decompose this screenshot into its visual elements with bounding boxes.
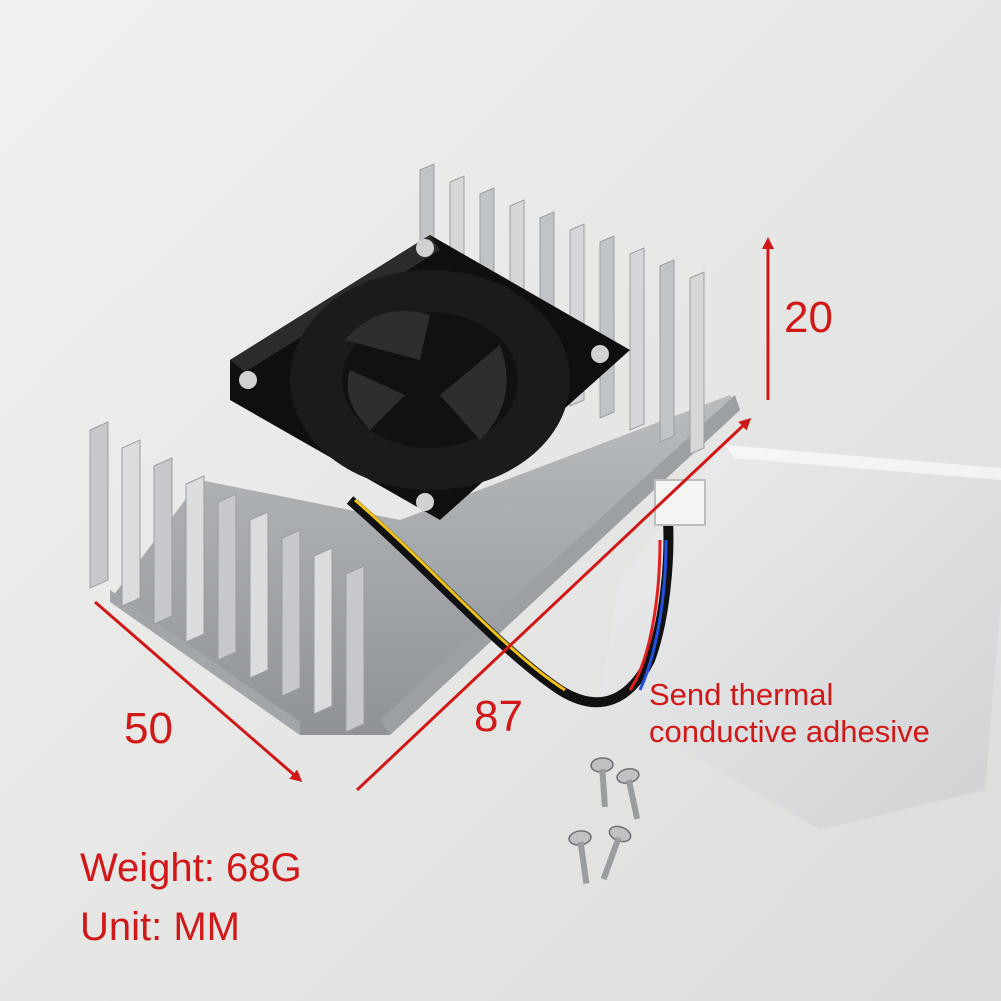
heatsink-fan-icon xyxy=(89,163,740,735)
heatsink-fin xyxy=(121,439,141,607)
heatsink-fin xyxy=(249,511,269,679)
heatsink-fin xyxy=(313,547,333,715)
thermal-pad-note: Send thermal conductive adhesive xyxy=(649,676,930,750)
width-dimension-label: 50 xyxy=(124,704,173,753)
length-dimension-label: 87 xyxy=(474,692,523,741)
heatsink-fin xyxy=(629,247,645,431)
unit-label: Unit: MM xyxy=(80,905,240,949)
heatsink-fin xyxy=(89,421,109,589)
heatsink-fin xyxy=(599,235,615,419)
heatsink-fin xyxy=(689,271,705,455)
heatsink-fin xyxy=(153,457,173,625)
thermal-pad-note-line2: conductive adhesive xyxy=(649,714,930,749)
heatsink-fin xyxy=(281,529,301,697)
heatsink-fin xyxy=(185,475,205,643)
height-dimension-label: 20 xyxy=(784,293,833,342)
screw-icon xyxy=(568,757,641,884)
heatsink-fin xyxy=(345,565,365,733)
thermal-pad-note-line1: Send thermal xyxy=(649,677,834,712)
thermal-pad-icon xyxy=(600,445,1001,830)
width-arrow xyxy=(94,600,303,782)
weight-label: Weight: 68G xyxy=(80,846,302,890)
length-arrow xyxy=(355,417,752,792)
heatsink-fin xyxy=(217,493,237,661)
heatsink-fin xyxy=(659,259,675,443)
